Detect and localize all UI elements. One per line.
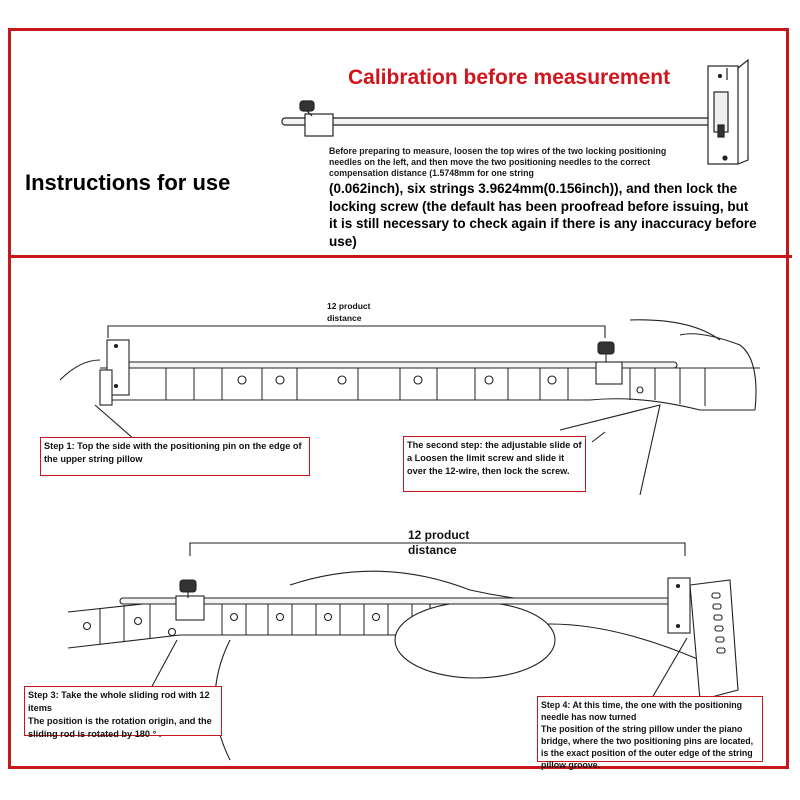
- diagram1-illustration: [59, 319, 760, 496]
- diagram1-distance-label: 12 product distance: [327, 301, 371, 323]
- step2-box: The second step: the adjustable slide of…: [403, 436, 586, 492]
- calibration-tool-illustration: [281, 58, 749, 165]
- intro-big-text: (0.062inch), six strings 3.9624mm(0.156i…: [329, 181, 757, 249]
- step3-line2: The position is the rotation origin, and…: [28, 716, 212, 739]
- instructions-title: Instructions for use: [25, 170, 231, 195]
- diagram2-illustration: [67, 542, 739, 761]
- step4-line2: The position of the string pillow under …: [541, 724, 754, 770]
- diagram2-distance-label: 12 product distance: [408, 528, 470, 557]
- intro-small-text: Before preparing to measure, loosen the …: [329, 146, 667, 178]
- outer-frame: [8, 28, 789, 769]
- step4-box: Step 4: At this time, the one with the p…: [537, 696, 763, 770]
- calibration-title: Calibration before measurement: [348, 66, 671, 89]
- section-divider: [8, 255, 792, 258]
- step4-line1: Step 4: At this time, the one with the p…: [541, 700, 743, 722]
- step1-box: Step 1: Top the side with the positionin…: [40, 437, 310, 476]
- step3-line1: Step 3: Take the whole sliding rod with …: [28, 690, 210, 713]
- step3-box: Step 3: Take the whole sliding rod with …: [24, 686, 222, 739]
